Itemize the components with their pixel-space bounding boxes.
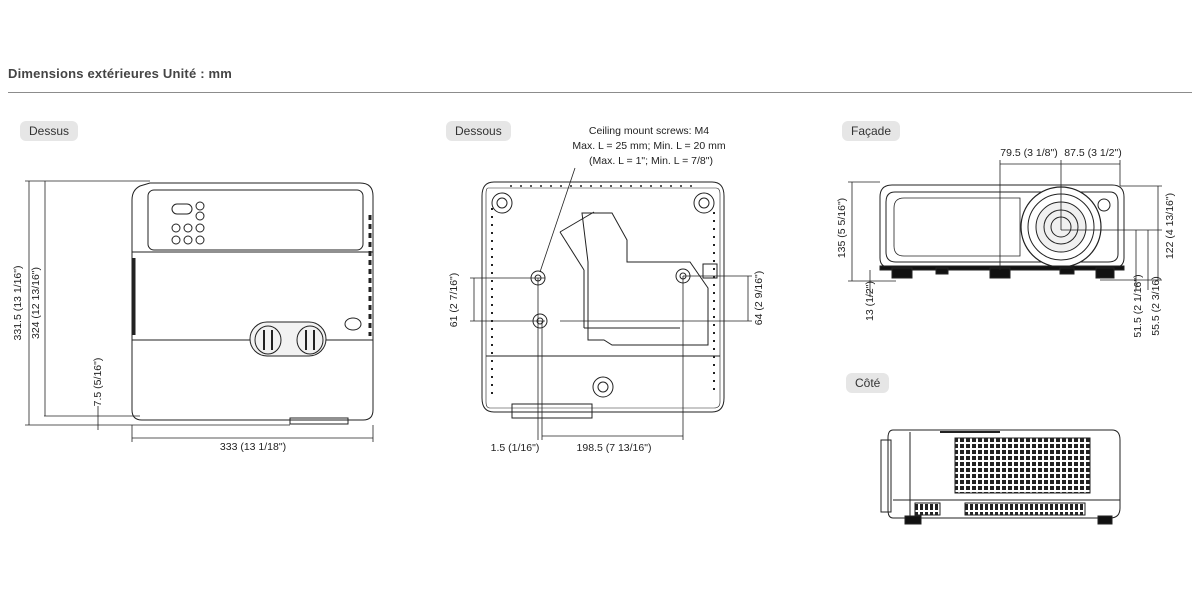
dim-front-lens-center-b: 55.5 (2 3/16) (1150, 276, 1162, 336)
dim-bottom-left-vertical: 61 (2 7/16") (448, 273, 460, 328)
dim-front-lens-right: 87.5 (3 1/2") (1064, 147, 1121, 159)
dim-bottom-right-vertical: 64 (2 9/16") (753, 271, 765, 326)
bottom-view-drawing (481, 181, 725, 419)
top-view-dimension-lines (25, 180, 374, 442)
side-view-drawing (880, 429, 1121, 525)
dim-front-foot: 13 (1/2") (864, 281, 876, 321)
front-view-dimension-lines (848, 160, 1162, 297)
view-label-side: Côté (846, 373, 890, 393)
dim-front-lens-left: 79.5 (3 1/8") (1000, 147, 1057, 159)
front-view-drawing (879, 184, 1125, 279)
view-label-front: Façade (842, 121, 901, 141)
ceiling-mount-note-line3: (Max. L = 1"; Min. L = 7/8") (589, 155, 713, 167)
dim-front-height: 135 (5 5/16") (836, 198, 848, 258)
dim-bottom-left-horizontal: 1.5 (1/16") (491, 442, 540, 454)
view-label-top: Dessus (20, 121, 79, 141)
title-divider (8, 92, 1192, 93)
dim-top-depth-total: 331.5 (13 1/16") (12, 266, 24, 341)
bottom-view-dimension-lines (470, 167, 752, 440)
top-view-drawing (131, 182, 374, 425)
dim-bottom-right-horizontal: 198.5 (7 13/16") (577, 442, 652, 454)
dim-front-lens-height: 122 (4 13/16") (1164, 193, 1176, 259)
dim-front-lens-center-a: 51.5 (2 1/16") (1132, 274, 1144, 337)
view-label-bottom: Dessous (446, 121, 511, 141)
ceiling-mount-note-line1: Ceiling mount screws: M4 (589, 125, 709, 137)
page-title: Dimensions extérieures Unité : mm (8, 66, 233, 81)
ceiling-mount-note-line2: Max. L = 25 mm; Min. L = 20 mm (572, 140, 726, 152)
dim-top-foot-offset: 7.5 (5/16") (92, 358, 104, 407)
dim-top-width: 333 (13 1/18") (220, 441, 286, 453)
dim-top-depth-body: 324 (12 13/16") (30, 267, 42, 339)
